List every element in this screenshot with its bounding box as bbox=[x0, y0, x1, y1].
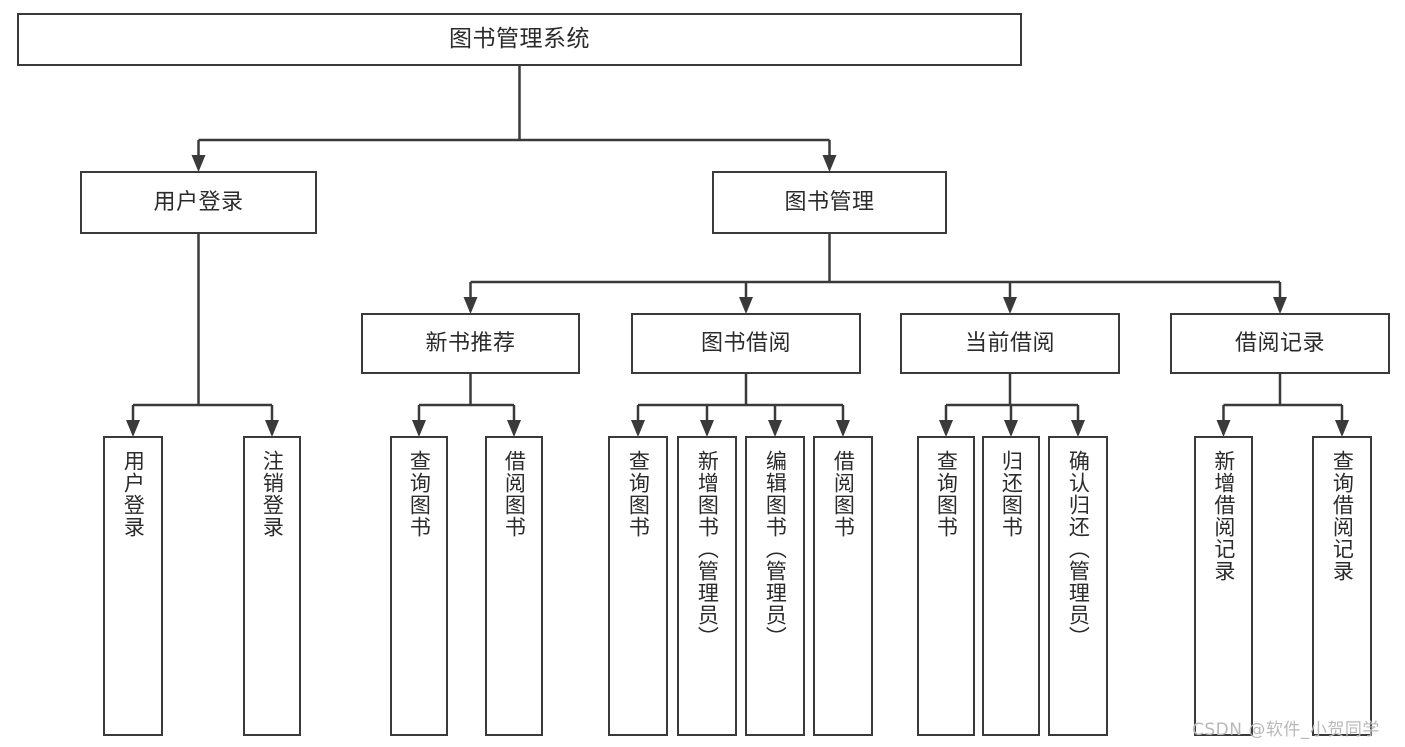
arrowhead-icon bbox=[739, 297, 753, 314]
node-n11[interactable]: 确认归还（管理员） bbox=[1048, 436, 1108, 736]
node-label: 借阅图书 bbox=[502, 450, 527, 538]
node-label: 用户登录 bbox=[153, 189, 244, 215]
arrowhead-icon bbox=[1335, 420, 1349, 437]
arrowhead-icon bbox=[700, 420, 714, 437]
arrowhead-icon bbox=[768, 420, 782, 437]
node-l1a[interactable]: 用户登录 bbox=[80, 171, 317, 234]
node-label: 查询图书 bbox=[626, 450, 651, 538]
node-label: 借阅图书 bbox=[831, 450, 856, 538]
node-n08[interactable]: 借阅图书 bbox=[813, 436, 873, 736]
node-label: 新增图书（管理员） bbox=[695, 450, 720, 648]
node-label: 编辑图书（管理员） bbox=[763, 450, 788, 648]
node-n05[interactable]: 查询图书 bbox=[608, 436, 668, 736]
node-label: 注销登录 bbox=[260, 450, 285, 538]
node-n09[interactable]: 查询图书 bbox=[917, 436, 975, 736]
arrowhead-icon bbox=[126, 420, 140, 437]
node-n02[interactable]: 注销登录 bbox=[243, 436, 301, 736]
node-l2c[interactable]: 当前借阅 bbox=[900, 313, 1120, 374]
watermark: CSDN @软件_小贺同学 bbox=[1192, 720, 1380, 740]
arrowhead-icon bbox=[1003, 297, 1017, 314]
arrowhead-icon bbox=[507, 420, 521, 437]
node-root[interactable]: 图书管理系统 bbox=[17, 13, 1022, 66]
node-n12[interactable]: 新增借阅记录 bbox=[1194, 436, 1253, 736]
node-n13[interactable]: 查询借阅记录 bbox=[1312, 436, 1372, 736]
node-n01[interactable]: 用户登录 bbox=[103, 436, 163, 736]
node-n03[interactable]: 查询图书 bbox=[390, 436, 448, 736]
node-l2a[interactable]: 新书推荐 bbox=[361, 313, 580, 374]
node-label: 图书管理 bbox=[784, 189, 875, 215]
node-n10[interactable]: 归还图书 bbox=[982, 436, 1040, 736]
node-label: 确认归还（管理员） bbox=[1066, 450, 1091, 648]
node-n06[interactable]: 新增图书（管理员） bbox=[677, 436, 737, 736]
node-label: 查询借阅记录 bbox=[1330, 450, 1355, 582]
node-label: 用户登录 bbox=[121, 450, 146, 538]
node-l2b[interactable]: 图书借阅 bbox=[631, 313, 861, 374]
node-n04[interactable]: 借阅图书 bbox=[485, 436, 543, 736]
node-label: 图书借阅 bbox=[700, 330, 791, 356]
node-label: 归还图书 bbox=[999, 450, 1024, 538]
node-label: 图书管理系统 bbox=[449, 25, 590, 52]
arrowhead-icon bbox=[1004, 420, 1018, 437]
arrowhead-icon bbox=[836, 420, 850, 437]
arrowhead-icon bbox=[265, 420, 279, 437]
node-l1b[interactable]: 图书管理 bbox=[712, 171, 947, 234]
node-label: 查询图书 bbox=[407, 450, 432, 538]
node-label: 查询图书 bbox=[934, 450, 959, 538]
arrowhead-icon bbox=[1071, 420, 1085, 437]
arrowhead-icon bbox=[1273, 297, 1287, 314]
node-label: 借阅记录 bbox=[1234, 330, 1325, 356]
arrowhead-icon bbox=[631, 420, 645, 437]
arrowhead-icon bbox=[412, 420, 426, 437]
node-label: 新增借阅记录 bbox=[1211, 450, 1236, 582]
arrowhead-icon bbox=[939, 420, 953, 437]
arrowhead-icon bbox=[822, 155, 837, 172]
node-label: 当前借阅 bbox=[964, 330, 1055, 356]
node-l2d[interactable]: 借阅记录 bbox=[1170, 313, 1390, 374]
arrowhead-icon bbox=[1216, 420, 1231, 437]
node-label: 新书推荐 bbox=[425, 330, 516, 356]
arrowhead-icon bbox=[463, 297, 478, 314]
node-n07[interactable]: 编辑图书（管理员） bbox=[745, 436, 805, 736]
arrowhead-icon bbox=[191, 155, 206, 172]
